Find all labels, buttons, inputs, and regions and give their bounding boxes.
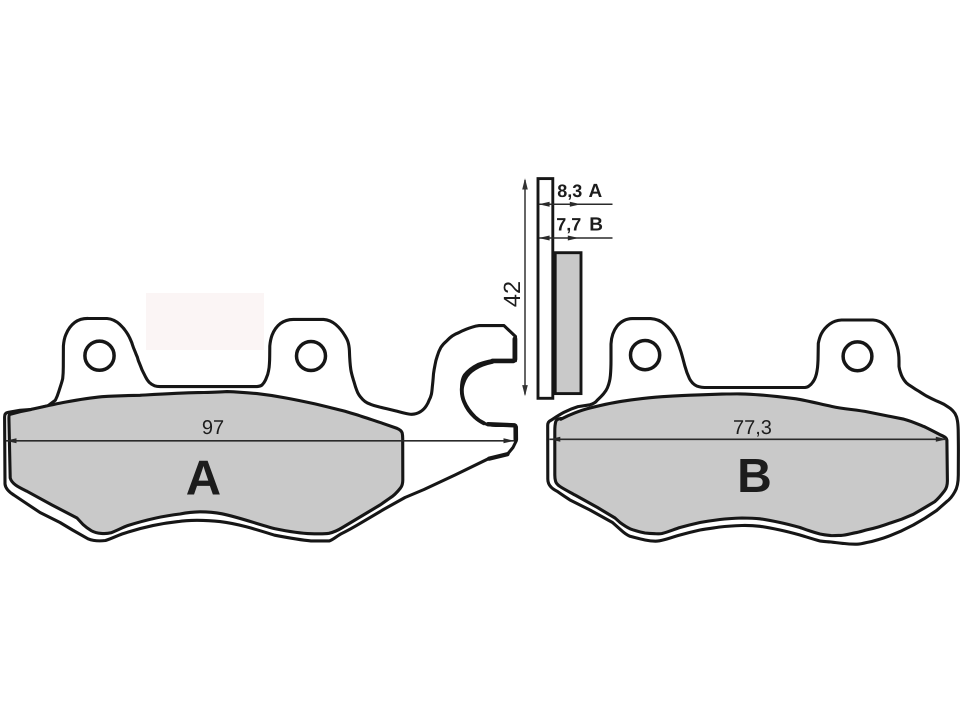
svg-text:A: A xyxy=(589,181,603,202)
svg-text:B: B xyxy=(589,215,603,236)
svg-text:7,7: 7,7 xyxy=(556,215,581,235)
svg-text:42: 42 xyxy=(499,281,525,307)
svg-text:77,3: 77,3 xyxy=(733,417,772,439)
svg-text:B: B xyxy=(737,450,772,503)
svg-text:97: 97 xyxy=(202,417,224,439)
svg-text:A: A xyxy=(186,452,221,506)
svg-text:8,3: 8,3 xyxy=(557,181,582,201)
